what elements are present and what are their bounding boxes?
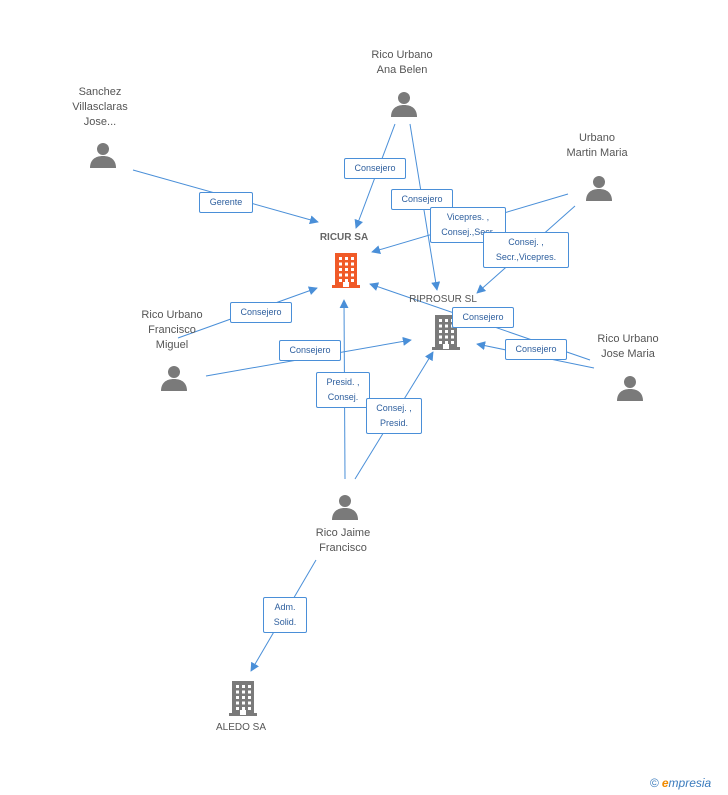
- node-name-line: Jose...: [83, 116, 117, 128]
- edge-label-josemaria-to-riprosur[interactable]: Consejero: [505, 339, 567, 360]
- watermark: ©empresia: [650, 776, 711, 790]
- person-josemaria-icon[interactable]: [616, 374, 644, 407]
- edge-label-line: Consejero: [240, 307, 282, 317]
- node-name-ricur[interactable]: RICUR SA: [320, 230, 368, 245]
- person-ana-icon[interactable]: [390, 90, 418, 123]
- edge-label-ana-to-riprosur[interactable]: Consejero: [391, 189, 453, 210]
- edge-label-line: Secr.,Vicepres.: [495, 252, 557, 262]
- edge-label-jaime-to-ricur[interactable]: Presid. , Consej.: [316, 372, 370, 408]
- node-name-line: RIPROSUR SL: [409, 294, 477, 305]
- edge-label-sanchez-to-ricur[interactable]: Gerente: [199, 192, 253, 213]
- edge-label-line: Adm.: [274, 602, 296, 612]
- node-name-line: Villasclaras: [72, 101, 128, 113]
- node-name-line: Rico Urbano: [371, 49, 433, 61]
- node-name-riprosur[interactable]: RIPROSUR SL: [409, 292, 477, 307]
- person-sanchez-icon[interactable]: [89, 141, 117, 174]
- edge-label-line: Consejero: [289, 345, 331, 355]
- edge-label-line: Consejero: [515, 344, 557, 354]
- edge-label-francisco-to-riprosur[interactable]: Consejero: [279, 340, 341, 361]
- person-martin-icon[interactable]: [585, 174, 613, 207]
- node-name-line: Rico Jaime: [315, 527, 371, 539]
- edge-label-jaime-to-riprosur[interactable]: Consej. , Presid.: [366, 398, 422, 434]
- node-name-line: Francisco: [148, 324, 196, 336]
- edge-label-martin-to-riprosur[interactable]: Consej. , Secr.,Vicepres.: [483, 232, 569, 268]
- edge-label-line: Consej. ,: [376, 403, 412, 413]
- edge-label-martin-to-ricur[interactable]: Vicepres. , Consej.,Secr.: [430, 207, 506, 243]
- brand-initial: e: [661, 776, 669, 790]
- person-jaime-icon[interactable]: [331, 493, 359, 526]
- edge-label-francisco-to-ricur[interactable]: Consejero: [230, 302, 292, 323]
- node-name-line: Rico Urbano: [597, 333, 659, 345]
- node-name-line: Martin Maria: [566, 147, 628, 159]
- copyright-icon: ©: [650, 776, 659, 790]
- node-name-line: RICUR SA: [319, 232, 369, 243]
- node-name-aledo[interactable]: ALEDO SA: [216, 720, 266, 735]
- node-name-line: ALEDO SA: [215, 722, 267, 733]
- node-name-line: Ana Belen: [376, 64, 428, 76]
- edge-label-line: Consej.: [327, 392, 359, 402]
- node-name-line: Jose Maria: [601, 348, 655, 360]
- company-riprosur-icon[interactable]: [431, 314, 461, 355]
- edge-label-ana-to-ricur[interactable]: Consejero: [344, 158, 406, 179]
- edge-label-line: Consejero: [354, 163, 396, 173]
- node-name-line: Francisco: [319, 542, 367, 554]
- edge-label-line: Solid.: [273, 617, 297, 627]
- edge-label-line: Consejero: [401, 194, 443, 204]
- edge-label-josemaria-to-ricur[interactable]: Consejero: [452, 307, 514, 328]
- company-ricur-icon[interactable]: [331, 252, 361, 293]
- edge-label-line: Vicepres. ,: [446, 212, 490, 222]
- edge-label-jaime-to-aledo[interactable]: Adm. Solid.: [263, 597, 307, 633]
- node-name-line: Rico Urbano: [141, 309, 203, 321]
- person-francisco-icon[interactable]: [160, 364, 188, 397]
- edge-label-line: Presid.: [379, 418, 408, 428]
- edge-label-line: Presid. ,: [326, 377, 360, 387]
- edge-label-line: Consej. ,: [508, 237, 544, 247]
- node-name-line: Miguel: [155, 339, 189, 351]
- edge-label-line: Consejero: [462, 312, 504, 322]
- edge-label-line: Consej.,Secr.: [441, 227, 495, 237]
- brand-name: mpresia: [668, 776, 712, 790]
- company-aledo-icon[interactable]: [228, 680, 258, 721]
- node-name-line: Urbano: [578, 132, 616, 144]
- node-name-line: Sanchez: [78, 86, 122, 98]
- edge-label-line: Gerente: [209, 197, 243, 207]
